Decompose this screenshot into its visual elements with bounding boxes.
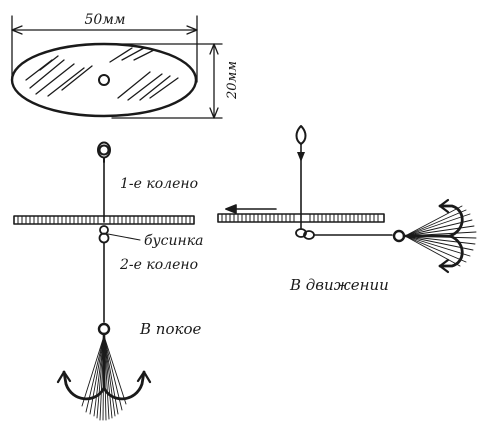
segment-2-label: 2-е колено [119, 257, 198, 273]
length-dimension-label: 50мм [84, 12, 125, 28]
motion-blade-edge [217, 213, 385, 223]
width-dimension-label: 20мм [225, 61, 240, 100]
motion-hook-eye-icon [392, 229, 406, 243]
rest-view: 1-е колено бусинка 2-е колено В покое [13, 141, 203, 421]
width-dimension [103, 43, 223, 119]
rest-state-label: В покое [139, 320, 201, 338]
motion-down-arrow-icon [297, 152, 305, 162]
blade-center-hole [98, 74, 110, 86]
bead-leader-line [107, 233, 141, 241]
bead-label: бусинка [144, 233, 203, 249]
motion-top-loop-icon [295, 125, 307, 145]
length-dimension [11, 15, 198, 83]
rest-top-loop-icon [97, 141, 111, 163]
motion-bead-icon [295, 228, 315, 240]
motion-treble-hook-icon [402, 198, 477, 274]
spinner-blade-drawing: 50мм 20мм [10, 12, 240, 119]
blade-hatching [25, 47, 179, 101]
motion-state-label: В движении [289, 276, 389, 294]
rest-hook-eye-icon [97, 322, 111, 336]
direction-arrow-icon [225, 204, 277, 214]
rest-blade-edge [13, 215, 195, 225]
rest-bead-icon [98, 225, 110, 244]
segment-1-label: 1-е колено [120, 176, 198, 192]
motion-view: В движении [217, 125, 477, 294]
rest-treble-hook-icon [56, 332, 152, 421]
